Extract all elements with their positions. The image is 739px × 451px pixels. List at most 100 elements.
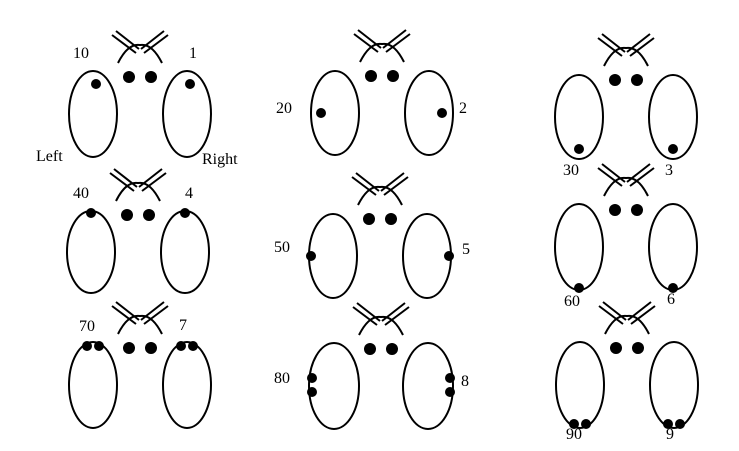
figure-1-center-dot-left [123,71,135,83]
figure-1-right-label: 1 [189,45,197,62]
figure-3-antenna-left [597,37,623,57]
figure-4-antenna-left [109,172,135,192]
figure-4 [66,168,210,294]
figure-9 [555,301,699,429]
figure-6 [554,163,698,293]
figure-9-left-label: 90 [566,426,582,443]
figure-2-center-dot-left [365,70,377,82]
figure-7-marker-4 [188,341,198,351]
figure-3-left-label: 30 [563,162,579,179]
right-side-label: Right [202,151,238,168]
figure-3-marker-2 [668,144,678,154]
figure-5-head [357,185,403,206]
figure-8-marker-4 [445,387,455,397]
figure-8-head [358,315,404,336]
figure-7-center-dot-right [145,342,157,354]
figure-3-antenna-right [629,37,655,57]
figure-8-antenna-left [352,306,378,326]
figure-8 [307,302,455,430]
figure-8-right-label: 8 [461,373,469,390]
figure-5-antenna-right [383,176,409,196]
figure-8-center-dot-left [364,343,376,355]
figure-9-center-dot-left [610,342,622,354]
figure-7-marker-2 [94,341,104,351]
figure-1-right-eye [162,70,212,158]
figure-3-left-eye [554,74,604,160]
figure-6-right-eye [648,203,698,291]
figure-6-antenna-right [629,167,655,187]
figure-1-marker-1 [91,79,101,89]
figure-6-left-label: 60 [564,293,580,310]
figure-2-right-eye [404,70,454,156]
figure-3 [554,33,698,160]
figure-6-center-dot-right [631,204,643,216]
figure-3-right-eye [648,74,698,160]
figure-9-center-dot-right [632,342,644,354]
figure-7 [68,301,212,429]
figure-4-marker-1 [86,208,96,218]
figure-9-antenna-right [630,305,656,325]
figure-8-marker-1 [307,373,317,383]
figure-9-head [604,314,650,335]
figure-5-marker-1 [306,251,316,261]
figure-5-center-dot-left [363,213,375,225]
left-side-label: Left [36,148,63,165]
figure-7-antenna-left [111,305,137,325]
figure-7-left-eye [68,341,118,429]
figure-5-left-eye [308,213,358,299]
figure-6-center-dot-left [609,204,621,216]
figure-6-left-eye [554,203,604,291]
figure-2 [310,29,454,156]
figure-2-marker-2 [437,108,447,118]
figure-1 [68,30,212,158]
figure-8-marker-3 [445,373,455,383]
figure-3-marker-1 [574,144,584,154]
figure-4-center-dot-left [121,209,133,221]
figure-7-marker-3 [176,341,186,351]
figure-4-center-dot-right [143,209,155,221]
figure-5-right-label: 5 [462,241,470,258]
figure-9-antenna-left [598,305,624,325]
figure-4-head [115,181,161,202]
figure-7-head [117,314,163,335]
figure-9-marker-1 [569,419,579,429]
figure-6-head [603,176,649,197]
figure-8-marker-2 [307,387,317,397]
figure-9-marker-2 [581,419,591,429]
figure-5-right-eye [402,213,452,299]
figure-5 [306,172,454,299]
figure-1-antenna-right [143,34,169,54]
figure-7-antenna-right [143,305,169,325]
figure-5-antenna-left [351,176,377,196]
figure-7-center-dot-left [123,342,135,354]
figure-1-left-label: 10 [73,45,89,62]
figure-1-head [117,43,163,64]
figure-7-left-label: 70 [79,318,95,335]
figure-2-right-label: 2 [459,100,467,117]
figure-4-left-eye [66,210,116,294]
figure-8-center-dot-right [386,343,398,355]
figure-6-marker-1 [574,283,584,293]
figure-8-left-label: 80 [274,370,290,387]
figure-9-marker-3 [663,419,673,429]
figure-5-center-dot-right [385,213,397,225]
figure-2-center-dot-right [387,70,399,82]
figure-1-antenna-left [111,34,137,54]
figure-2-left-label: 20 [276,100,292,117]
figure-4-right-eye [160,210,210,294]
figure-6-antenna-left [597,167,623,187]
figure-1-marker-2 [185,79,195,89]
figure-4-right-label: 4 [185,185,193,202]
figure-1-center-dot-right [145,71,157,83]
figure-3-center-dot-right [631,74,643,86]
figure-4-antenna-right [141,172,167,192]
figure-9-marker-4 [675,419,685,429]
figure-7-right-eye [162,341,212,429]
figure-6-marker-2 [668,283,678,293]
figure-6-right-label: 6 [667,291,675,308]
figure-7-marker-1 [82,341,92,351]
figure-3-head [603,46,649,67]
figure-3-right-label: 3 [665,162,673,179]
figure-9-right-label: 9 [666,426,674,443]
